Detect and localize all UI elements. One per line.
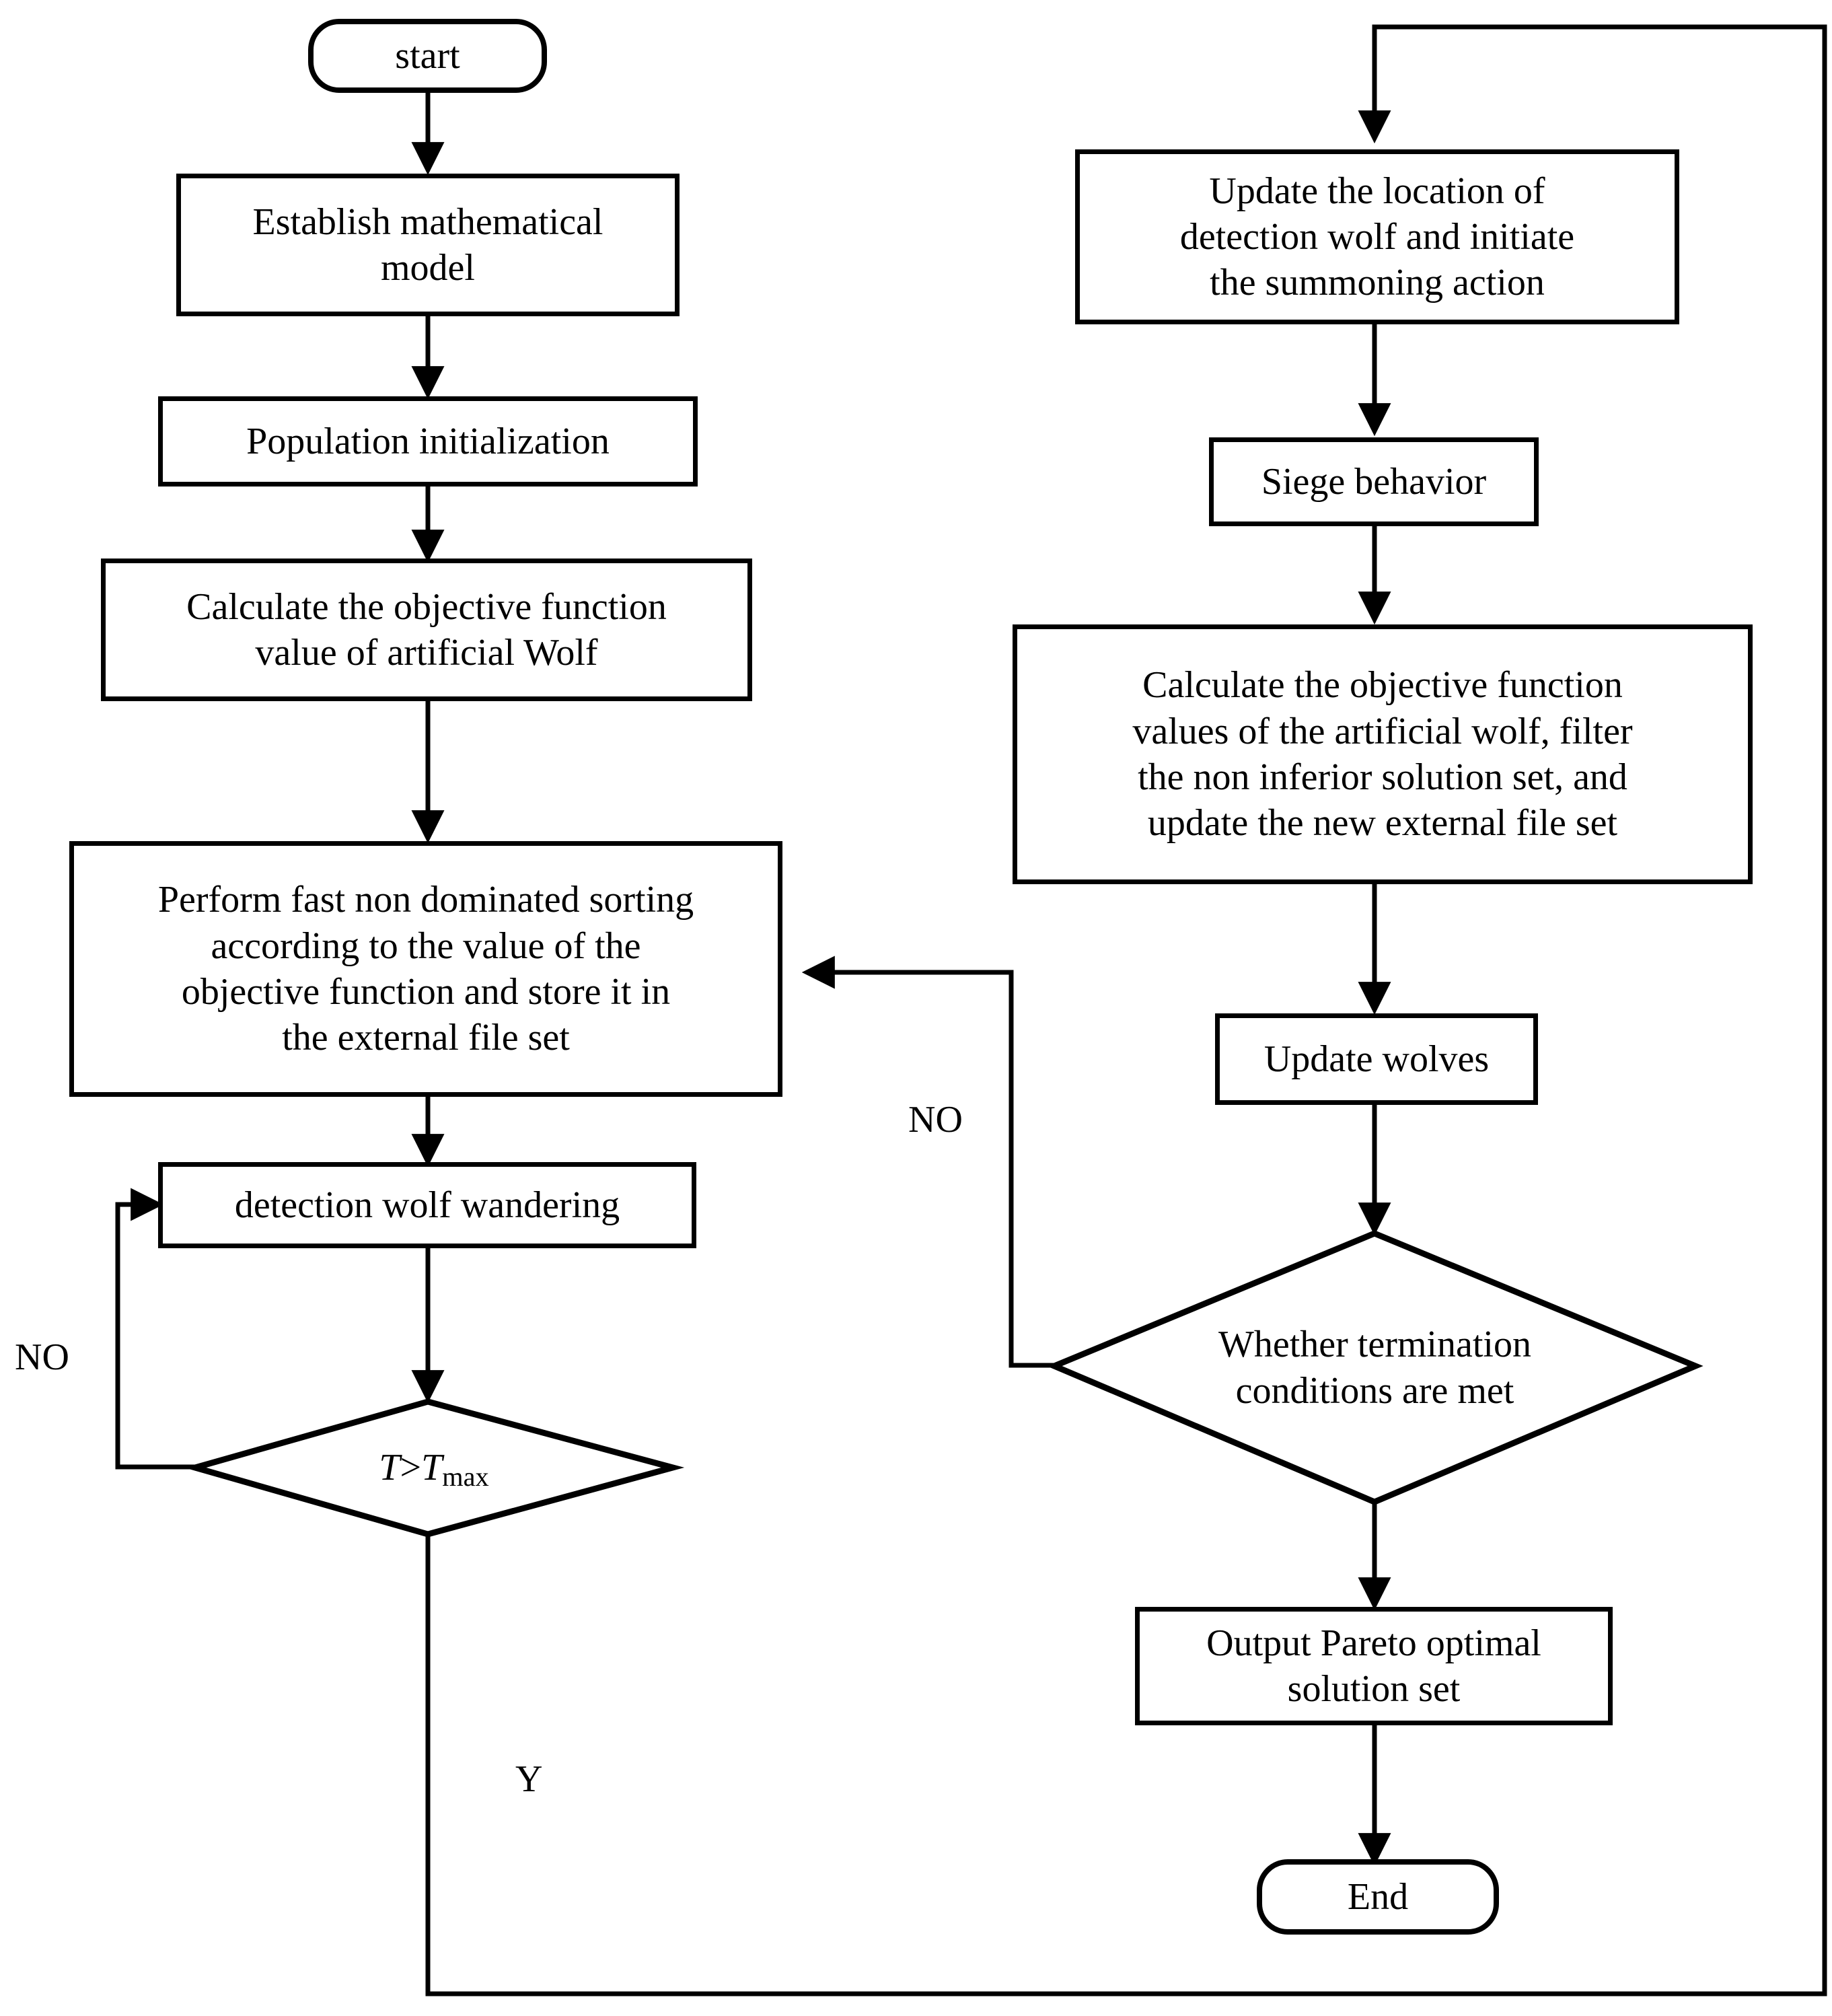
node-end[interactable]: End <box>1257 1859 1499 1935</box>
decision-shape-t-gt-tmax <box>184 1398 685 1538</box>
edge-label-no-right: NO <box>908 1099 963 1141</box>
node-calculate-objective-left-label: Calculate the objective function value o… <box>186 585 667 674</box>
edge-termination-no-to-sorting <box>801 956 1054 1368</box>
node-output-pareto-label: Output Pareto optimal solution set <box>1206 1622 1541 1710</box>
edge-decision-no-loop <box>115 1188 195 1470</box>
node-non-dominated-sorting-label: Perform fast non dominated sorting accor… <box>157 879 694 1059</box>
node-update-wolves[interactable]: Update wolves <box>1215 1013 1538 1105</box>
node-non-dominated-sorting[interactable]: Perform fast non dominated sorting accor… <box>69 841 782 1097</box>
node-output-pareto[interactable]: Output Pareto optimal solution set <box>1135 1607 1613 1725</box>
node-calculate-objective-right-label: Calculate the objective function values … <box>1132 664 1633 844</box>
node-detection-wolf-wandering[interactable]: detection wolf wandering <box>158 1162 696 1248</box>
node-update-location-label: Update the location of detection wolf an… <box>1179 170 1575 304</box>
node-update-wolves-label: Update wolves <box>1263 1038 1490 1080</box>
node-calculate-objective-left[interactable]: Calculate the objective function value o… <box>101 559 752 701</box>
edge-decision-yes-to-update-location <box>425 24 1827 1996</box>
edge-label-no-left: NO <box>15 1336 69 1378</box>
node-siege-behavior-label: Siege behavior <box>1261 460 1487 503</box>
node-establish-model-label: Establish mathematical model <box>252 201 603 289</box>
node-siege-behavior[interactable]: Siege behavior <box>1209 437 1539 526</box>
node-population-init[interactable]: Population initialization <box>158 396 698 487</box>
edge-label-yes-left: Y <box>515 1758 543 1800</box>
node-establish-model[interactable]: Establish mathematical model <box>176 174 680 316</box>
node-update-location[interactable]: Update the location of detection wolf an… <box>1075 149 1679 324</box>
node-start[interactable]: start <box>308 19 547 93</box>
node-end-label: End <box>1347 1875 1409 1918</box>
node-detection-wolf-wandering-label: detection wolf wandering <box>234 1184 620 1226</box>
node-population-init-label: Population initialization <box>246 420 610 462</box>
node-start-label: start <box>395 34 460 77</box>
decision-shape-termination <box>1046 1230 1703 1505</box>
node-calculate-objective-right[interactable]: Calculate the objective function values … <box>1013 624 1753 884</box>
